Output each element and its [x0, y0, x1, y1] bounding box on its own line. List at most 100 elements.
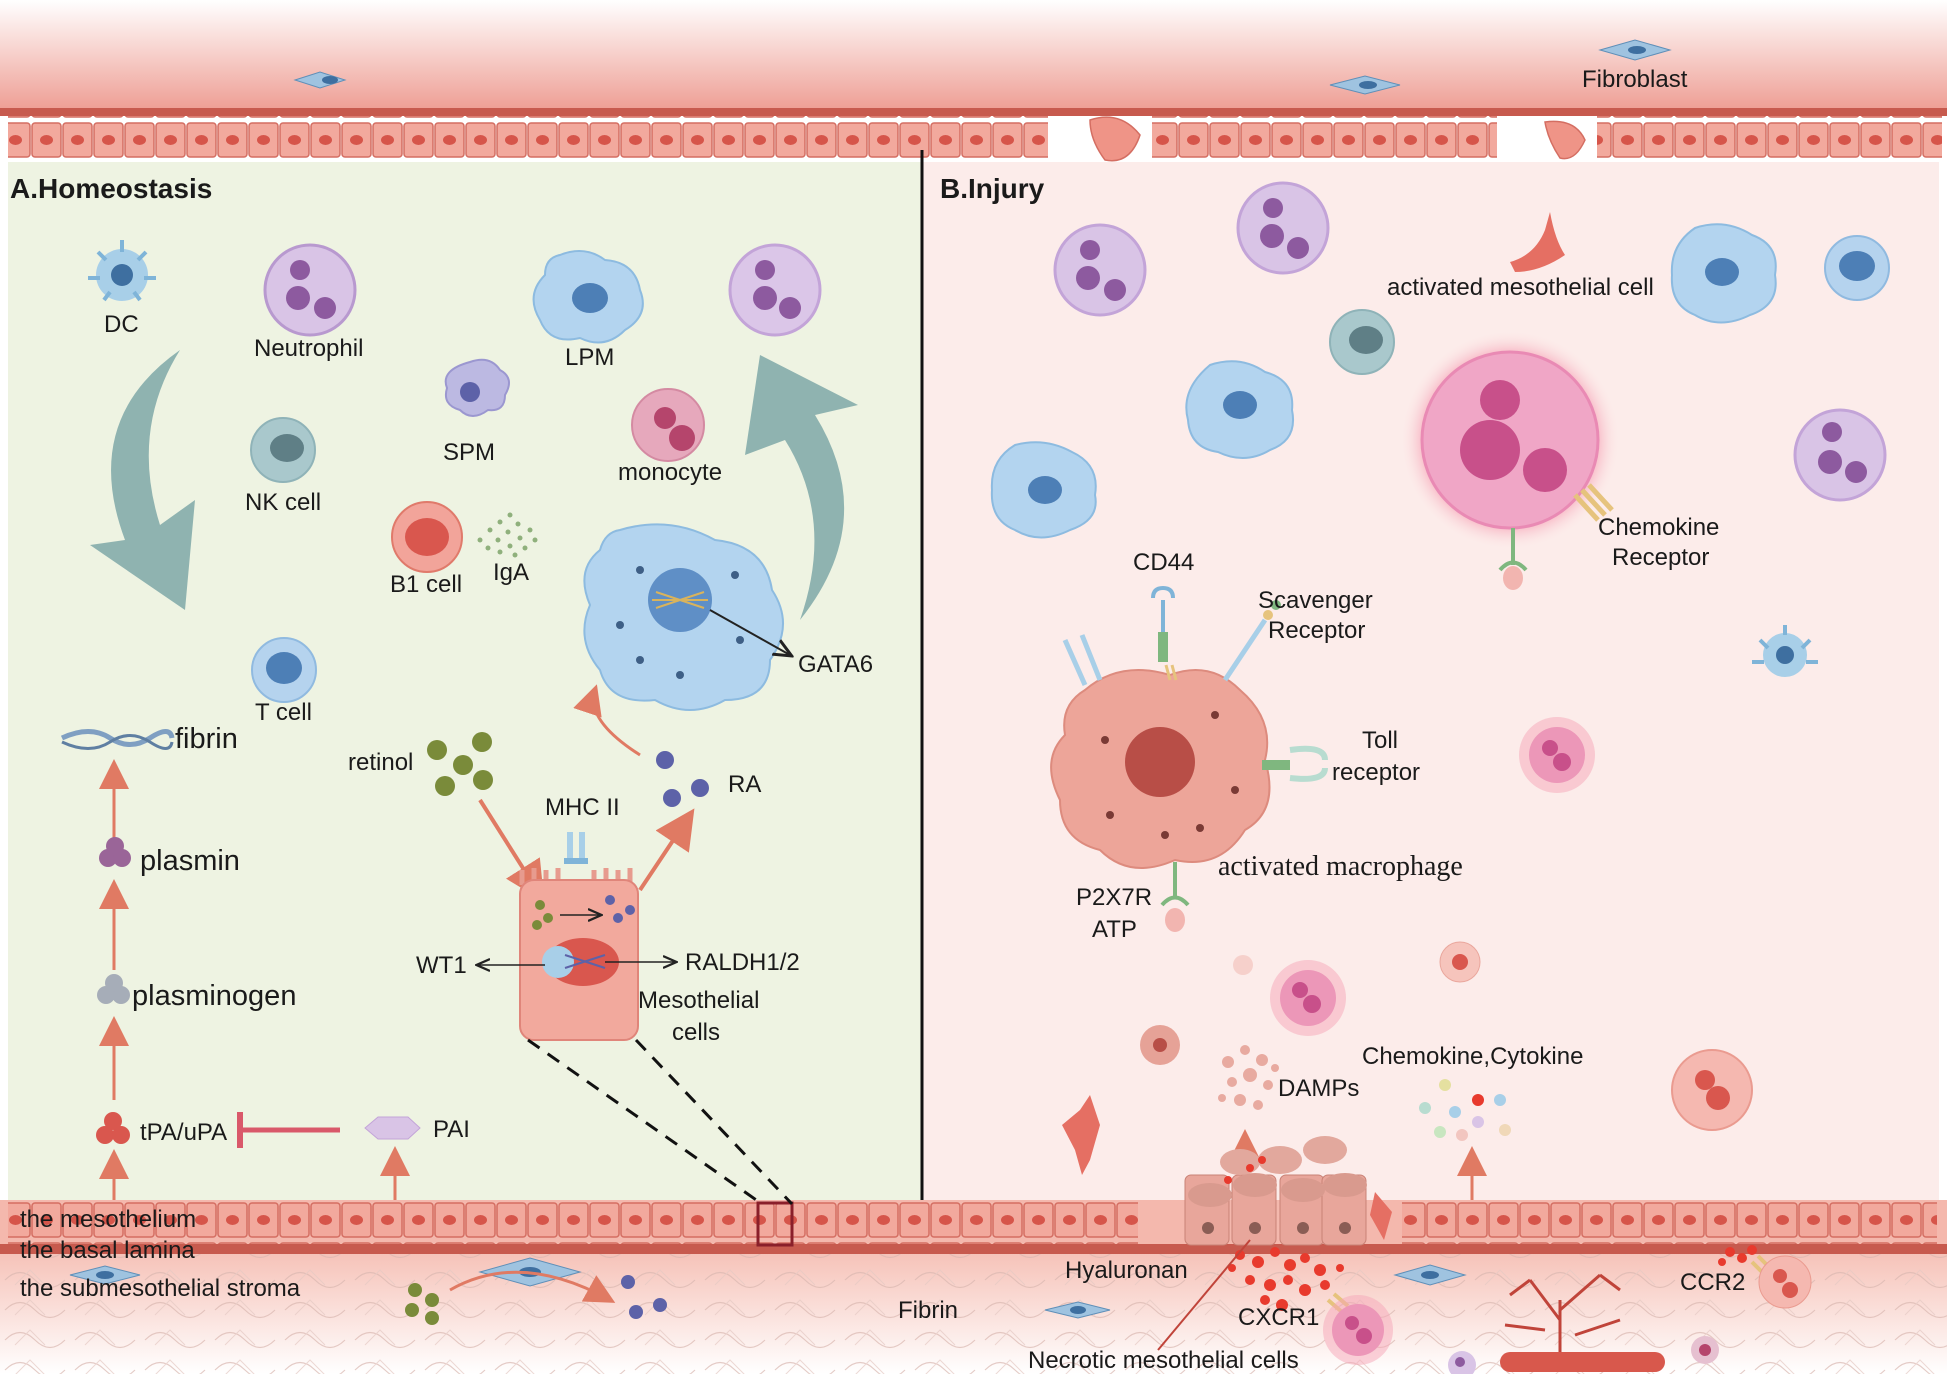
- lpm-label: LPM: [565, 344, 614, 371]
- spm-cell-icon: [444, 358, 510, 417]
- chemokine-receptor-label-1: Chemokine: [1598, 514, 1719, 541]
- activated-mesothelial-cell-icon: [1062, 1095, 1100, 1175]
- top-tissue: Fibroblast: [0, 0, 1947, 162]
- b1-cell-label: B1 cell: [390, 571, 462, 598]
- nk-cell-icon: [250, 417, 316, 483]
- gata6-pointer: [709, 609, 790, 655]
- necrotic-cell-icon: [1140, 1025, 1180, 1065]
- neutrophil-icon: [1236, 181, 1330, 275]
- detaching-mesothelial-cell-icon: [1089, 116, 1141, 162]
- fibroblast-icon: [1329, 75, 1401, 95]
- detached-mesothelial-cell-icon: [1370, 1192, 1392, 1240]
- homeostasis-content: DC Neutrophil NK cell T cell SPM: [60, 240, 873, 1206]
- fibroblast-icon: [69, 1265, 141, 1285]
- lpm-cell-icon: [532, 250, 644, 344]
- plasmin-icon: [99, 837, 131, 867]
- neutrophil-label: Neutrophil: [254, 335, 363, 362]
- toll-receptor-label-1: Toll: [1362, 727, 1398, 754]
- iga-label: IgA: [493, 559, 529, 586]
- glowing-monocyte-icon: [1270, 960, 1346, 1036]
- iga-dots-icon: [477, 512, 538, 558]
- damps-dots-icon: [1218, 1045, 1279, 1110]
- spm-label: SPM: [443, 439, 495, 466]
- chemokine-dots-icon: [1718, 1245, 1757, 1266]
- chemokine-cytokine-label: Chemokine,Cytokine: [1362, 1043, 1583, 1070]
- p2x7r-label: P2X7R: [1076, 884, 1152, 911]
- scavenger-receptor-icon: [1222, 600, 1281, 682]
- fibrin-label: fibrin: [175, 723, 238, 755]
- t-cell-label: T cell: [255, 699, 312, 726]
- toll-receptor-icon: [1262, 745, 1328, 782]
- fibroblast-icon: [1598, 39, 1672, 61]
- activated-macrophage-label: activated macrophage: [1218, 851, 1463, 882]
- t-cell-icon: [1824, 235, 1890, 301]
- glowing-monocyte-icon: [1323, 1295, 1393, 1365]
- injury-content: activated mesothelial cell Chemokine Rec…: [990, 181, 1890, 1374]
- wt1-label: WT1: [416, 952, 467, 979]
- submesothelial-stroma-label: the submesothelial stroma: [20, 1275, 301, 1302]
- damps-label: DAMPs: [1278, 1075, 1359, 1102]
- ra-dots-icon: [656, 751, 709, 807]
- necrotic-mesothelial-cluster-icon: [1184, 1136, 1367, 1246]
- dc-label: DC: [104, 311, 139, 338]
- debris-icon: [1233, 955, 1253, 975]
- fibroblast-label: Fibroblast: [1582, 66, 1688, 93]
- large-macrophage-icon: [583, 523, 784, 711]
- membrane-receptor-icon: [1062, 634, 1103, 687]
- t-cell-icon: [251, 637, 317, 703]
- dc-cell-icon: [88, 240, 156, 302]
- fibroblast-icon: [1044, 1301, 1111, 1319]
- teal-arrow-down-icon: [90, 350, 195, 610]
- retinol-to-cell-arrow: [478, 798, 545, 902]
- tpa-upa-label: tPA/uPA: [140, 1119, 227, 1146]
- gata6-label: GATA6: [798, 651, 873, 678]
- cxcr1-label: CXCR1: [1238, 1304, 1319, 1331]
- ra-label: RA: [728, 771, 761, 798]
- zoom-line-right: [634, 1038, 794, 1206]
- pai-icon: [364, 1116, 421, 1140]
- mesothelial-cells-label-1: Mesothelial: [638, 987, 759, 1014]
- nk-cell-label: NK cell: [245, 489, 321, 516]
- atp-label: ATP: [1092, 916, 1137, 943]
- hyaluronan-dots-icon: [1224, 1156, 1344, 1311]
- lpm-cell-icon: [990, 441, 1097, 539]
- activated-mesothelial-cell-label: activated mesothelial cell: [1387, 274, 1654, 301]
- mhc-ii-icon: [564, 832, 588, 864]
- neutrophil-icon: [263, 243, 357, 337]
- ligand-icon: [1503, 566, 1523, 590]
- mesothelial-cells-label-2: cells: [672, 1019, 720, 1046]
- fibroblast-icon: [293, 71, 347, 89]
- cell-to-ra-arrow: [638, 808, 695, 892]
- injury-panel: [922, 162, 1939, 1202]
- blood-vessel-icon: [1500, 1273, 1665, 1372]
- ra-dots-icon: [621, 1275, 667, 1319]
- ra-to-macrophage-arrow: [573, 684, 641, 757]
- fibrin-strand-icon: [60, 729, 175, 750]
- hyaluronan-label: Hyaluronan: [1065, 1257, 1188, 1284]
- retinol-dots-icon: [405, 1283, 439, 1325]
- neutrophil-icon: [728, 243, 822, 337]
- activated-monocyte-icon: [1400, 330, 1620, 550]
- activated-mesothelial-cell-icon: [1510, 212, 1565, 272]
- monocyte-icon: [1671, 1049, 1753, 1131]
- zoom-box: [756, 1201, 794, 1247]
- ccr2-label: CCR2: [1680, 1269, 1745, 1296]
- lpm-cell-icon: [1185, 360, 1294, 459]
- mesothelium-label: the mesothelium: [20, 1206, 196, 1233]
- necrotic-pointer: [1157, 1239, 1251, 1351]
- nk-cell-icon: [1329, 309, 1395, 375]
- scavenger-receptor-label-2: Receptor: [1268, 617, 1365, 644]
- small-neutrophil-icon: [1448, 1351, 1476, 1374]
- tpa-upa-icon: [96, 1112, 130, 1144]
- p2x7r-receptor-icon: [1160, 862, 1190, 932]
- retinol-label: retinol: [348, 749, 413, 776]
- pai-label: PAI: [433, 1116, 470, 1143]
- injury-title: B.Injury: [940, 173, 1045, 204]
- neutrophil-icon: [1793, 408, 1887, 502]
- stroma-fibrin-label: Fibrin: [898, 1297, 958, 1324]
- bottom-tissue: the mesothelium the basal lamina the sub…: [0, 1200, 1947, 1374]
- monocyte-icon: [1758, 1255, 1812, 1309]
- monocyte-icon: [631, 388, 705, 462]
- chemokine-receptor-icon: [1573, 483, 1614, 522]
